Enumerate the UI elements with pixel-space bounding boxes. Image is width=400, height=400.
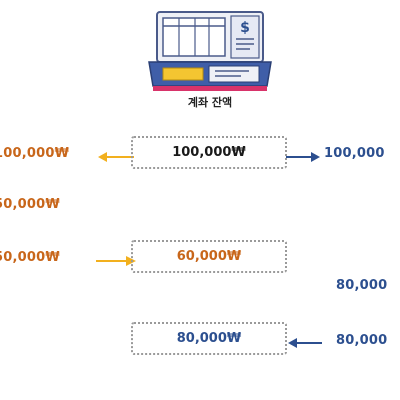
row1-center-amount: 100,000₩: [172, 145, 246, 160]
row4-right-amount: 80,000: [336, 278, 388, 293]
row1-right-amount: 100,000: [324, 146, 385, 161]
row5-center-box: 80,000₩: [131, 322, 287, 355]
row5-center-amount: 80,000₩: [176, 331, 242, 346]
row1-left-arrow-icon: [98, 148, 134, 167]
row3-center-box: 60,000₩: [131, 240, 287, 273]
row5-right-amount: 80,000: [336, 333, 388, 348]
row1-right-arrow-icon: [286, 148, 320, 167]
row3-center-amount: 60,000₩: [176, 249, 242, 264]
row1-left-amount: 100,000₩: [0, 146, 70, 161]
svg-text:$: $: [240, 20, 250, 36]
row3-left-amount: 50,000₩: [0, 250, 60, 265]
header-caption: 계좌 잔액: [187, 96, 233, 109]
row3-right-arrow-icon: [96, 252, 136, 271]
row2-left-amount: 50,000₩: [0, 197, 60, 212]
row1-center-box: 100,000₩: [131, 136, 287, 169]
row5-left-arrow-icon: [288, 334, 322, 353]
account-balance-machine-icon: $: [145, 8, 275, 93]
